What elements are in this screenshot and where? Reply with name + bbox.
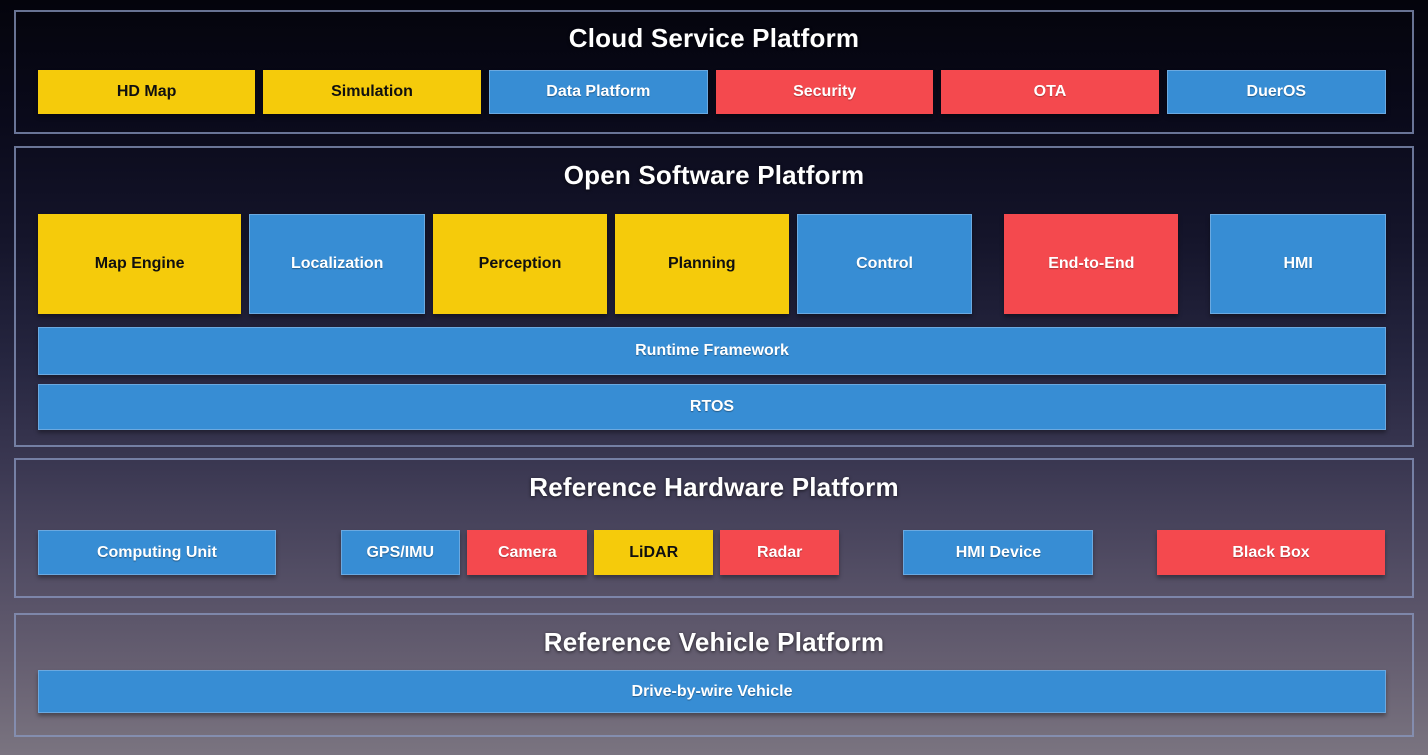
section-reference-vehicle-platform: Reference Vehicle Platform Drive-by-wire… xyxy=(14,613,1414,737)
module-gps-imu: GPS/IMU xyxy=(340,530,460,575)
section-cloud-service-platform: Cloud Service Platform HD Map Simulation… xyxy=(14,10,1414,134)
module-hmi-device: HMI Device xyxy=(903,530,1094,575)
hardware-platform-title: Reference Hardware Platform xyxy=(529,472,899,502)
bar-runtime-framework: Runtime Framework xyxy=(38,327,1386,375)
module-control: Control xyxy=(796,214,973,314)
module-computing-unit: Computing Unit xyxy=(38,530,276,575)
module-black-box: Black Box xyxy=(1156,530,1386,575)
module-radar: Radar xyxy=(720,530,840,575)
module-ota: OTA xyxy=(941,70,1159,114)
section-reference-hardware-platform: Reference Hardware Platform Computing Un… xyxy=(14,458,1414,598)
module-end-to-end: End-to-End xyxy=(1004,214,1179,314)
hardware-row: Computing Unit GPS/IMU Camera LiDAR Rada… xyxy=(38,530,1386,575)
module-data-platform: Data Platform xyxy=(488,70,708,114)
bar-drive-by-wire-vehicle: Drive-by-wire Vehicle xyxy=(38,670,1386,713)
cloud-platform-title: Cloud Service Platform xyxy=(568,23,860,53)
module-lidar: LiDAR xyxy=(594,530,714,575)
section-open-software-platform: Open Software Platform Map Engine Locali… xyxy=(14,146,1414,447)
module-localization: Localization xyxy=(249,214,426,314)
bar-rtos: RTOS xyxy=(38,384,1386,430)
module-planning: Planning xyxy=(614,214,789,314)
module-simulation: Simulation xyxy=(263,70,481,114)
module-hd-map: HD Map xyxy=(38,70,256,114)
module-dueros: DuerOS xyxy=(1166,70,1386,114)
vehicle-platform-title: Reference Vehicle Platform xyxy=(543,627,885,657)
software-modules-row: Map Engine Localization Perception Plann… xyxy=(38,214,1387,314)
module-hmi: HMI xyxy=(1210,214,1387,314)
cloud-services-row: HD Map Simulation Data Platform Security… xyxy=(38,70,1386,114)
software-platform-title: Open Software Platform xyxy=(563,160,865,190)
module-perception: Perception xyxy=(433,214,607,314)
module-security: Security xyxy=(715,70,934,114)
module-map-engine: Map Engine xyxy=(38,214,242,314)
module-camera: Camera xyxy=(467,530,588,575)
